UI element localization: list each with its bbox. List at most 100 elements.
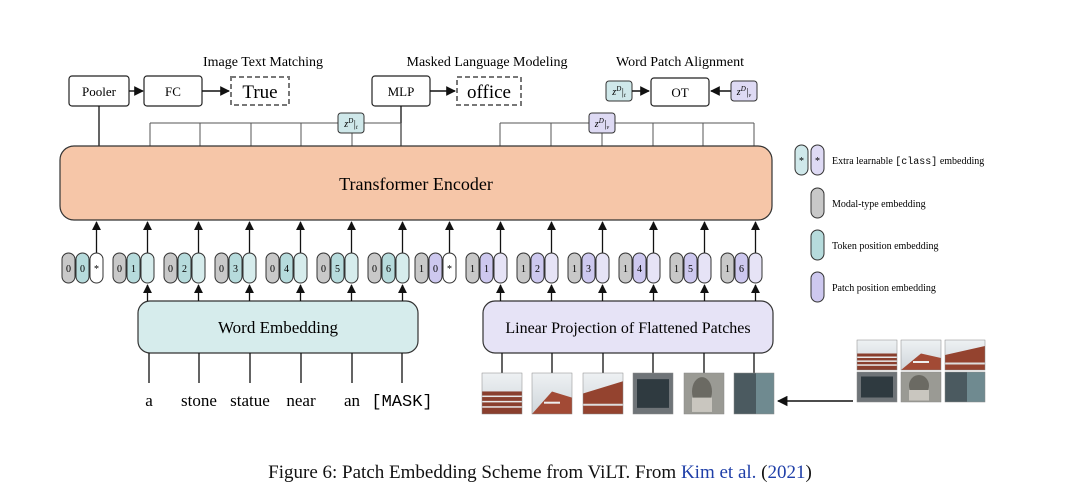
word-embedding-chip <box>395 252 410 284</box>
legend-chip <box>810 271 825 303</box>
position-chip-label: 1 <box>131 264 136 275</box>
position-chip-label: 2 <box>535 264 540 275</box>
mlm-output-label: office <box>467 82 511 103</box>
legend-item-patch: Patch position embedding <box>810 271 936 303</box>
position-chip <box>530 252 545 284</box>
word-4: an <box>344 391 361 410</box>
citation-author-link[interactable]: Kim et al. <box>680 462 757 483</box>
modal-type-chip-label: 1 <box>725 264 730 275</box>
ot-label: OT <box>671 85 688 100</box>
patch-embedding-chip <box>646 252 661 284</box>
modal-type-chip <box>465 252 480 284</box>
word-embedding-chip <box>191 252 206 284</box>
patch-4 <box>683 372 725 415</box>
input-image-grid <box>856 339 986 403</box>
modal-type-chip <box>516 252 531 284</box>
word-embedding-box <box>137 300 419 354</box>
patch-embedding-chip <box>595 252 610 284</box>
cls-chip <box>442 252 457 284</box>
position-chip-label: 3 <box>586 264 591 275</box>
position-chip-label: 3 <box>233 264 238 275</box>
position-chip-label: 6 <box>739 264 744 275</box>
image-cell-4 <box>900 371 942 403</box>
position-chip-label: 2 <box>182 264 187 275</box>
word-embedding-chip <box>344 252 359 284</box>
mlm-output-box <box>456 76 522 106</box>
legend-label: Token position embedding <box>832 241 939 252</box>
position-chip <box>381 252 396 284</box>
ot-box <box>650 77 710 107</box>
figure-caption: Figure 6: Patch Embedding Scheme from Vi… <box>0 462 1080 484</box>
position-chip <box>734 252 749 284</box>
legend-item-cls: **Extra learnable [class] embedding <box>794 144 984 176</box>
legend-label: Patch position embedding <box>832 283 936 294</box>
position-chip <box>330 252 345 284</box>
position-chip <box>177 252 192 284</box>
position-chip <box>228 252 243 284</box>
image-cell-5 <box>944 371 986 403</box>
cls-chip-label: * <box>447 264 452 275</box>
citation-year-link[interactable]: 2021 <box>767 462 806 483</box>
patch-embedding-chip <box>697 252 712 284</box>
svg-text:zD|t: zD|t <box>343 117 358 131</box>
patch-2 <box>582 372 624 415</box>
position-chip-label: 4 <box>637 264 642 275</box>
word-input-lines <box>148 353 403 383</box>
itm-output-label: True <box>242 82 277 103</box>
modal-type-chip-label: 1 <box>470 264 475 275</box>
legend-cls-symbol-b: * <box>815 156 820 167</box>
wpa-text-state-chip: zD|t <box>605 80 633 102</box>
caption-cite-close: ) <box>805 462 812 483</box>
itm-title: Image Text Matching <box>203 55 323 70</box>
patch-projection-box <box>482 300 774 354</box>
position-chip <box>279 252 294 284</box>
legend-chip <box>810 187 825 219</box>
wpa-image-state-chip: zD|v <box>730 80 758 102</box>
legend-item-modal: Modal-type embedding <box>810 187 926 219</box>
position-chip <box>126 252 141 284</box>
word-1: stone <box>181 391 217 410</box>
mlm-title: Masked Language Modeling <box>407 55 568 70</box>
word-embedding-label: Word Embedding <box>218 318 338 337</box>
modal-type-chip <box>163 252 178 284</box>
image-output-state-chip: zD|v <box>588 112 616 134</box>
word-3: near <box>286 391 316 410</box>
modal-type-chip <box>214 252 229 284</box>
patch-projection-label: Linear Projection of Flattened Patches <box>505 320 750 337</box>
image-cell-2 <box>944 339 986 371</box>
modal-type-chip-label: 0 <box>66 264 71 275</box>
wpa-title: Word Patch Alignment <box>616 55 744 70</box>
svg-text:zD|v: zD|v <box>594 117 610 131</box>
position-chip-label: 0 <box>433 264 438 275</box>
position-chip-label: 4 <box>284 264 289 275</box>
modal-type-chip-label: 1 <box>623 264 628 275</box>
embedding-to-token-arrows <box>142 284 761 301</box>
token-to-encoder-arrows <box>91 221 761 253</box>
position-chip <box>75 252 90 284</box>
legend-label: Extra learnable [class] embedding <box>832 156 984 168</box>
embedding-legend: **Extra learnable [class] embeddingModal… <box>794 144 984 303</box>
modal-type-chip-label: 1 <box>572 264 577 275</box>
legend-cls-chip-b <box>810 144 825 176</box>
modal-type-chip <box>112 252 127 284</box>
modal-type-chip <box>265 252 280 284</box>
position-chip <box>581 252 596 284</box>
word-0: a <box>145 391 153 410</box>
patch-embedding-chip <box>544 252 559 284</box>
vilt-diagram: Image Text Matching Masked Language Mode… <box>59 55 986 415</box>
transformer-encoder-label: Transformer Encoder <box>339 174 493 194</box>
modal-type-chip <box>618 252 633 284</box>
patch-5 <box>733 372 775 415</box>
